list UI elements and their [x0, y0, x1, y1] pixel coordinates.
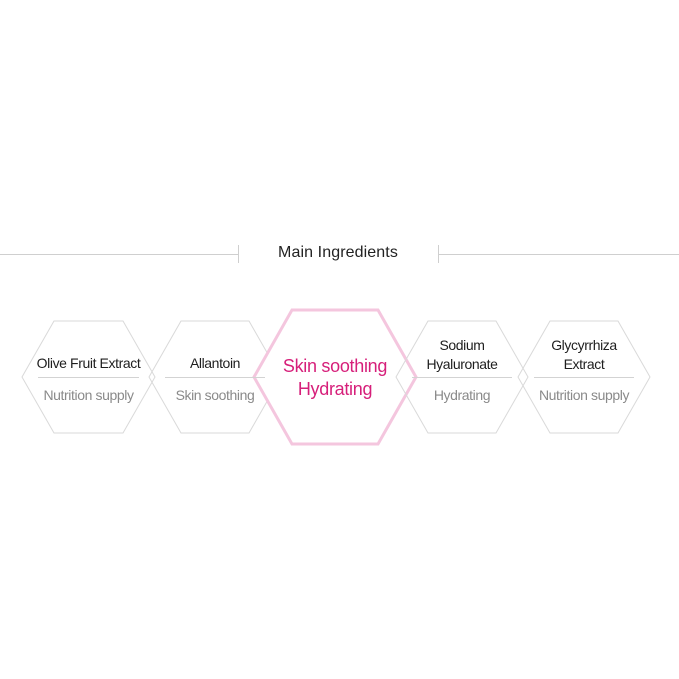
ingredient-divider: [165, 377, 265, 378]
ingredient-card-allantoin: Allantoin Skin soothing: [149, 321, 281, 433]
ingredient-card-olive: Olive Fruit Extract Nutrition supply: [22, 321, 155, 433]
ingredient-card-glycyrrhiza: Glycyrrhiza Extract Nutrition supply: [518, 321, 650, 433]
ingredient-name-line-2: Hyaluronate: [426, 356, 498, 372]
ingredient-benefit: Skin soothing: [175, 387, 255, 403]
ingredient-divider: [38, 377, 139, 378]
featured-line-1: Skin soothing: [282, 356, 388, 376]
ingredient-name: Olive Fruit Extract: [36, 355, 141, 371]
hexagon-outline-glycyrrhiza: [517, 320, 651, 434]
ingredient-benefit: Nutrition supply: [43, 387, 134, 403]
section-title: Main Ingredients: [278, 244, 398, 261]
header-rule-left: [0, 254, 238, 255]
ingredient-name-line-1: Sodium: [439, 337, 485, 353]
section-header: Main Ingredients: [0, 240, 679, 270]
ingredient-divider: [412, 377, 512, 378]
ingredient-benefit: Hydrating: [433, 387, 491, 403]
hexagon-outline-sodium: [395, 320, 529, 434]
featured-line-2: Hydrating: [297, 379, 373, 399]
ingredient-card-sodium: Sodium Hyaluronate Hydrating: [396, 321, 528, 433]
ingredient-benefit: Nutrition supply: [538, 387, 630, 403]
header-tick-left: [238, 245, 239, 263]
ingredient-card-featured: Skin soothing Hydrating: [254, 310, 416, 444]
ingredient-name-line-1: Glycyrrhiza: [551, 337, 617, 353]
hexagon-outline-olive: [21, 320, 156, 434]
hexagon-outline-allantoin: [148, 320, 282, 434]
ingredient-divider: [534, 377, 634, 378]
header-rule-right: [438, 254, 679, 255]
ingredient-name-line-2: Extract: [563, 356, 605, 372]
ingredient-name: Allantoin: [189, 355, 241, 371]
